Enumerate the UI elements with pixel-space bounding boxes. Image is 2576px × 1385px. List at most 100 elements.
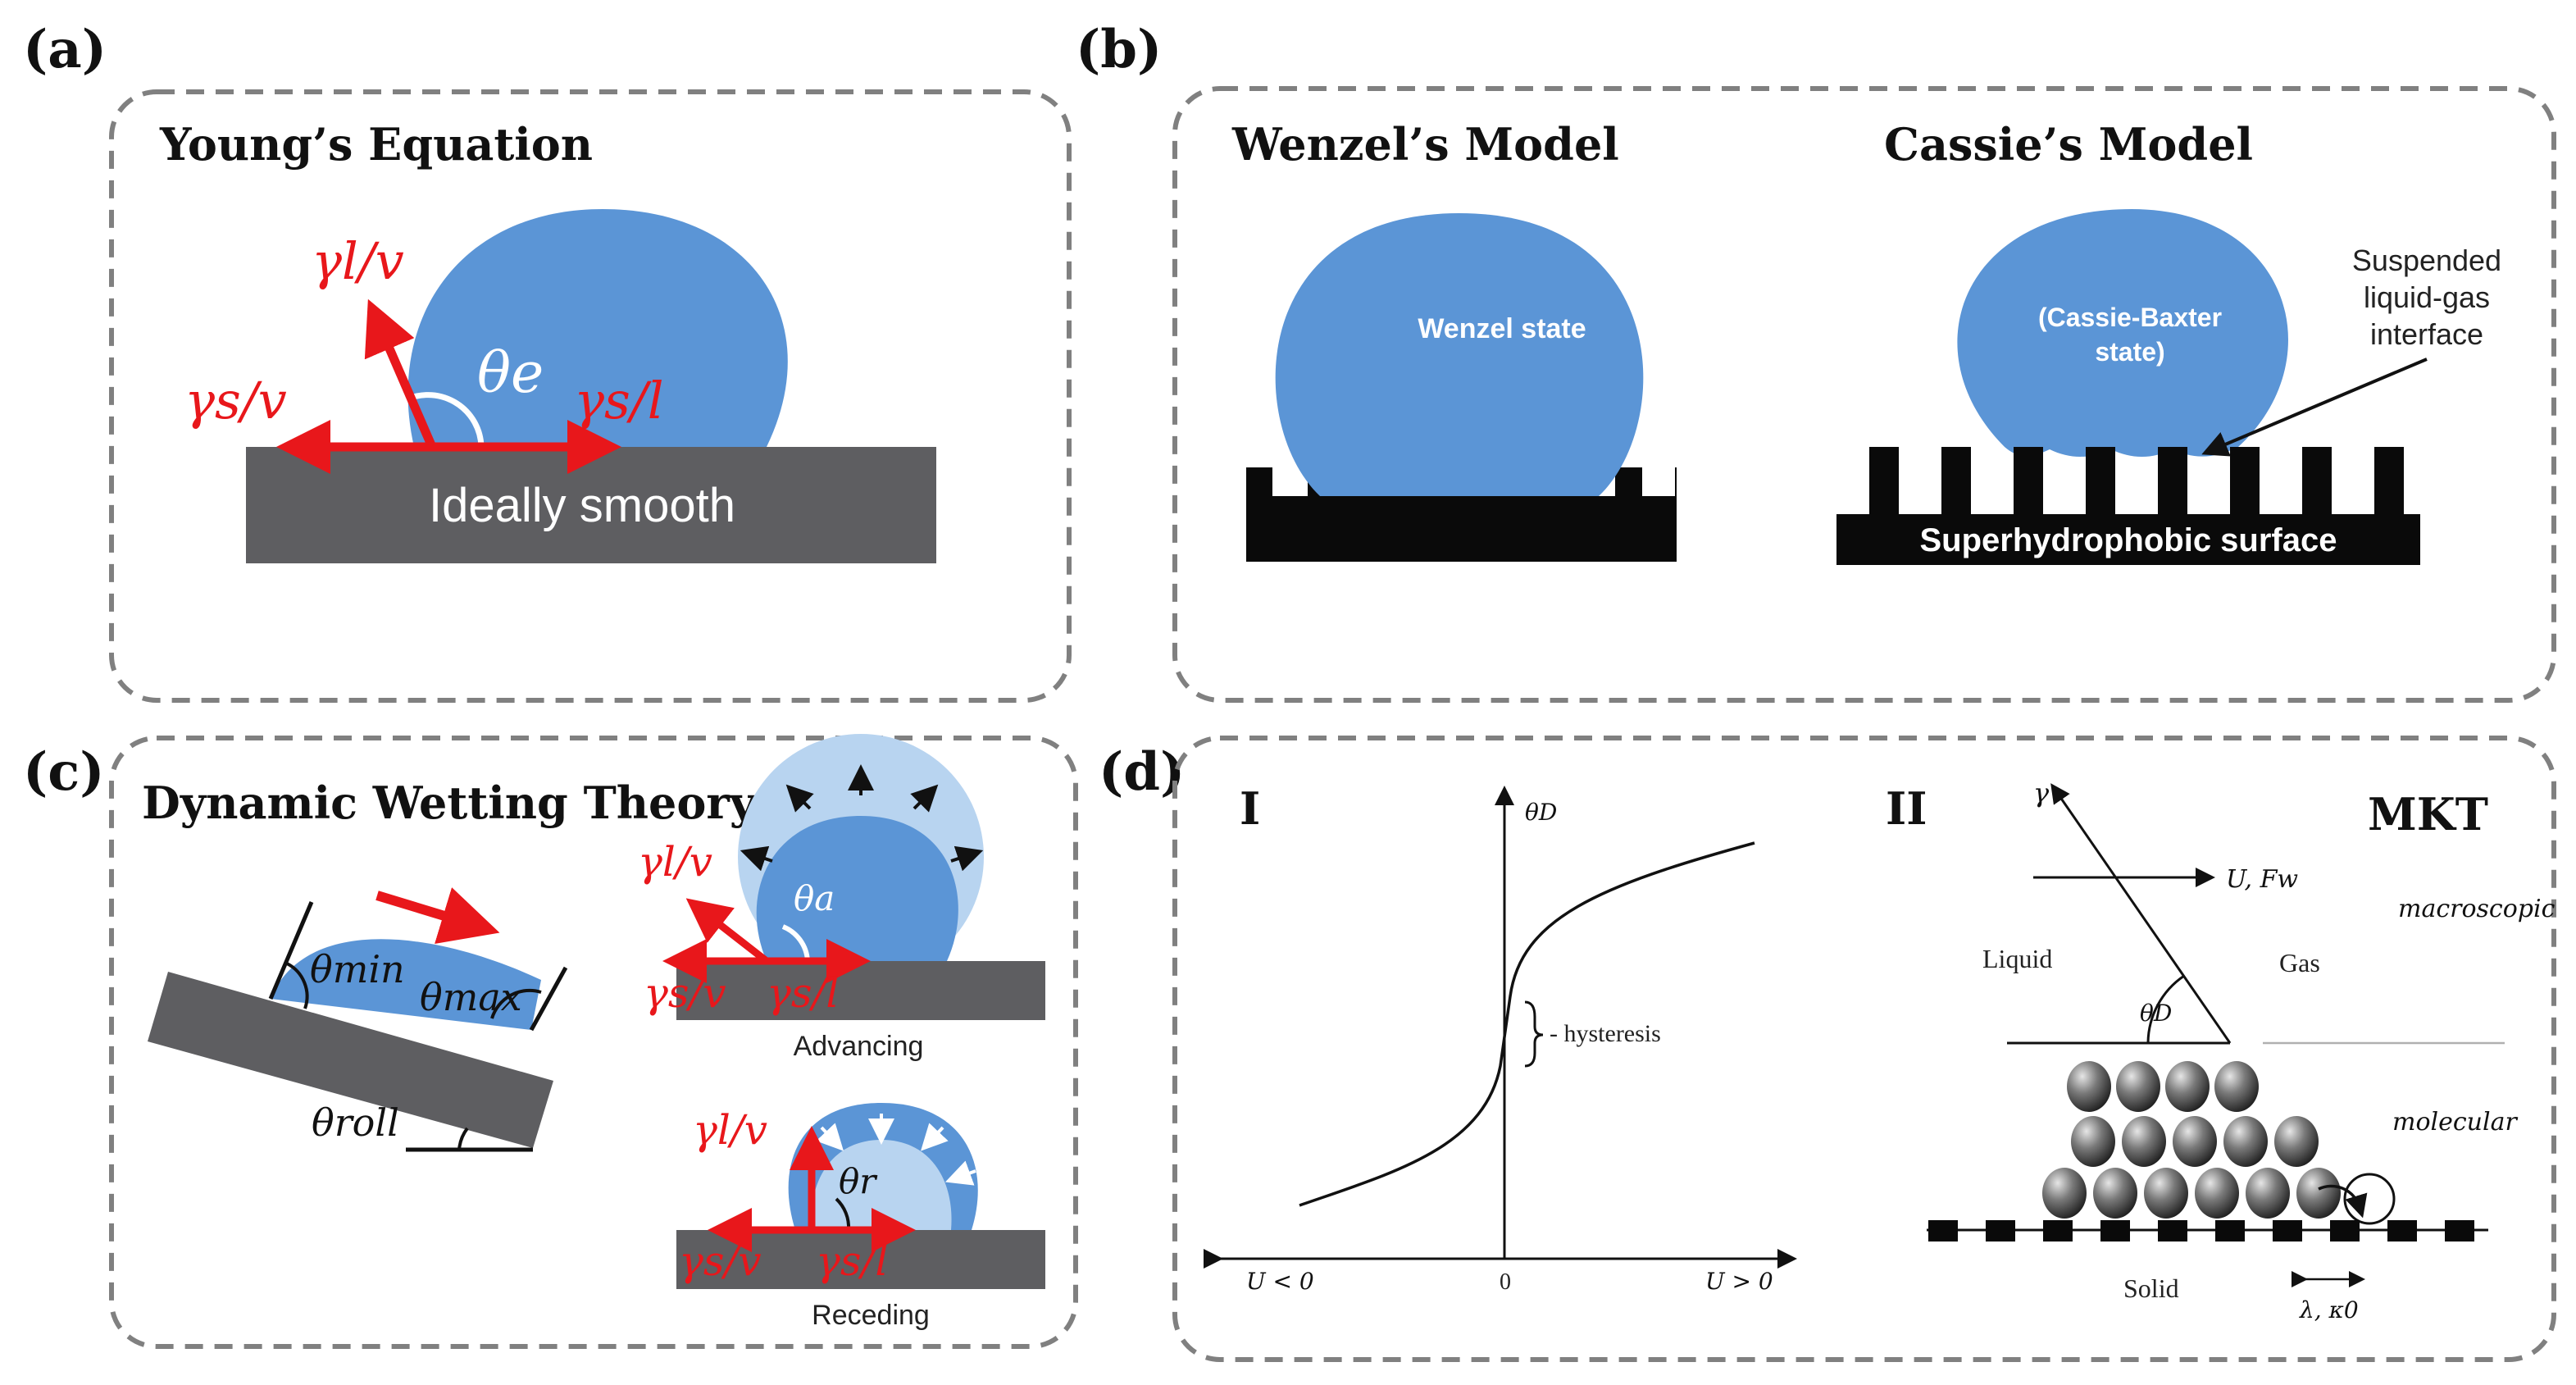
hysteresis-label: - hysteresis: [1550, 1020, 1661, 1047]
solid-site: [2330, 1220, 2360, 1241]
panel-a-title: Young’s Equation: [159, 118, 593, 171]
solid-label: Solid: [2123, 1273, 2179, 1303]
gas-label: Gas: [2279, 948, 2320, 977]
solid-site: [2273, 1220, 2302, 1241]
cassie-droplet: [1957, 209, 2288, 457]
panel-b-frame: [1172, 86, 2556, 703]
panel-a-frame: [109, 89, 1072, 703]
solid-site: [2158, 1220, 2187, 1241]
theta-roll-arc: [457, 1127, 469, 1150]
mkt-label: MKT: [2368, 788, 2488, 841]
receding-gamma-lv: γl/v: [693, 1106, 767, 1154]
molecule: [2067, 1061, 2111, 1112]
molecule: [2195, 1168, 2239, 1219]
theta-roll-label: θroll: [312, 1100, 399, 1145]
sub-panel-ii-label: II: [1886, 782, 1927, 835]
molecule-stack: [2042, 1061, 2396, 1225]
receding-inner-droplet: [811, 1140, 952, 1230]
origin-label: 0: [1500, 1269, 1511, 1295]
receding-gamma-sl: γs/l: [816, 1237, 888, 1285]
advancing-gamma-lv-vector: [685, 898, 769, 964]
cassie-surface-label: Superhydrophobic surface: [1920, 522, 2337, 558]
advancing-expansion-arrows: [740, 764, 984, 872]
advancing-gamma-sl: γs/l: [767, 969, 839, 1017]
interface-label-3: interface: [2370, 317, 2483, 351]
cassie-state-label-1: (Cassie-Baxter: [2038, 303, 2222, 332]
young-gamma-sv: γs/v: [184, 371, 287, 431]
motion-arrow: [375, 887, 500, 944]
receding-gamma-sv: γs/v: [679, 1237, 762, 1285]
panel-d-frame: [1172, 736, 2556, 1362]
theta-max-tangent: [529, 966, 568, 1032]
hysteresis-brace: [1524, 1000, 1544, 1068]
theta-a-label: θa: [794, 878, 835, 918]
interface-label-2: liquid-gas: [2364, 280, 2490, 314]
molecule: [2122, 1116, 2166, 1167]
cassie-title: Cassie’s Model: [1884, 118, 2253, 171]
young-gamma-lv: γl/v: [312, 231, 404, 291]
wenzel-droplet: [1275, 213, 1644, 496]
theta-d-axis-label: θD: [1525, 799, 1557, 826]
molecule: [2042, 1168, 2087, 1219]
young-droplet: [407, 209, 788, 447]
molecule: [2214, 1061, 2259, 1112]
solid-site: [2043, 1220, 2073, 1241]
receding-label: Receding: [812, 1300, 930, 1331]
molecule: [2296, 1168, 2341, 1219]
liquid-label: Liquid: [1982, 944, 2052, 973]
molecule: [2071, 1116, 2115, 1167]
gamma-label: γ: [2033, 777, 2050, 809]
macroscopic-label: macroscopic: [2398, 895, 2556, 923]
young-contact-angle-arc: [400, 392, 485, 448]
interface-label-1: Suspended: [2352, 244, 2501, 277]
advancing-substrate: [676, 961, 1045, 1020]
molecular-hop-arrow: [2318, 1184, 2368, 1219]
velocity-force-label: U, Fw: [2226, 865, 2298, 894]
molecular-label: molecular: [2392, 1108, 2518, 1137]
theta-min-arc: [286, 962, 309, 1009]
wenzel-title: Wenzel’s Model: [1231, 118, 1619, 171]
solid-site: [1986, 1220, 2015, 1241]
cassie-surface: [1836, 447, 2420, 565]
vacant-site: [2343, 1173, 2396, 1225]
panel-d: (d) I - hysteresis θD U < 0 0 U > 0 II M…: [1099, 736, 2556, 1362]
young-theta-e: θe: [477, 341, 544, 406]
molecule: [2165, 1061, 2210, 1112]
panel-c-label: (c): [23, 741, 105, 803]
molecule: [2223, 1116, 2268, 1167]
cassie-state-label-2: state): [2095, 337, 2164, 367]
panel-c: (c) Dynamic Wetting Theory θmin θmax θro…: [23, 734, 1078, 1349]
theta-a-arc: [781, 924, 810, 962]
theta-min-tangent: [268, 901, 314, 1000]
solid-site: [2387, 1220, 2417, 1241]
solid-site: [2100, 1220, 2130, 1241]
molecule: [2173, 1116, 2217, 1167]
u-positive-label: U > 0: [1705, 1268, 1773, 1295]
molecule: [2116, 1061, 2160, 1112]
advancing-droplet: [756, 816, 958, 961]
young-gamma-sl: γs/l: [574, 371, 664, 431]
lambda-kappa-label: λ, κ0: [2299, 1296, 2359, 1323]
young-substrate-label: Ideally smooth: [429, 479, 735, 532]
theta-d-label: θD: [2140, 1000, 2172, 1027]
molecule: [2246, 1168, 2290, 1219]
theta-min-label: θmin: [310, 947, 405, 991]
interface-pointer-arrow: [2201, 358, 2428, 457]
advancing-gamma-lv: γl/v: [638, 838, 712, 886]
solid-site: [1928, 1220, 1958, 1241]
solid-site: [2445, 1220, 2474, 1241]
u-negative-label: U < 0: [1246, 1268, 1314, 1295]
panel-d-label: (d): [1099, 741, 1185, 803]
advancing-gamma-sv: γs/v: [644, 969, 726, 1017]
solid-site: [2215, 1220, 2245, 1241]
panel-c-title: Dynamic Wetting Theory: [142, 777, 757, 829]
theta-max-arc: [490, 988, 542, 1019]
molecule: [2144, 1168, 2188, 1219]
theta-d-arc: [2146, 974, 2185, 1044]
theta-r-label: θr: [839, 1161, 878, 1201]
solid-lattice: [1927, 1220, 2488, 1241]
theta-max-label: θmax: [420, 975, 522, 1019]
wenzel-state-label: Wenzel state: [1418, 313, 1586, 344]
tilted-droplet: [271, 939, 541, 1030]
